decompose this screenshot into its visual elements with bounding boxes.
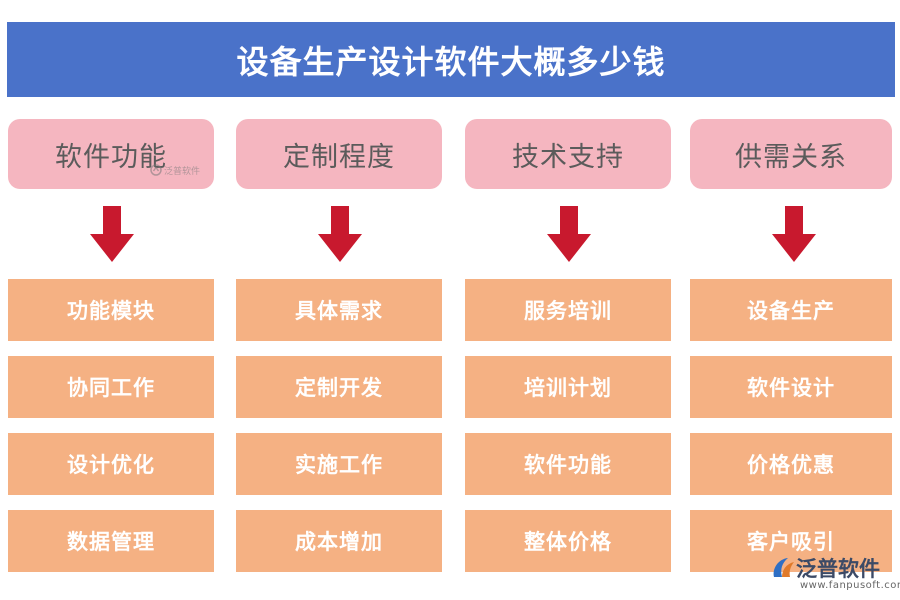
list-item: 成本增加 — [236, 510, 442, 572]
list-item-label: 功能模块 — [67, 298, 155, 323]
list-item: 价格优惠 — [690, 433, 892, 495]
column-heading: 供需关系 — [735, 141, 847, 173]
fanpu-logo-icon — [150, 164, 162, 176]
column-heading-box: 定制程度 — [236, 119, 442, 189]
list-item-label: 培训计划 — [524, 375, 612, 400]
list-item-label: 设备生产 — [747, 298, 835, 323]
list-item: 数据管理 — [8, 510, 214, 572]
down-arrow-icon — [547, 206, 591, 262]
list-item-label: 数据管理 — [67, 529, 155, 554]
fanpu-logo-icon — [773, 558, 794, 577]
down-arrow-icon — [772, 206, 816, 262]
list-item-label: 设计优化 — [67, 452, 155, 477]
list-item-label: 协同工作 — [67, 375, 155, 400]
list-item: 协同工作 — [8, 356, 214, 418]
list-item: 功能模块 — [8, 279, 214, 341]
watermark-name: 泛普软件 — [796, 557, 880, 581]
inline-watermark: 泛普软件 — [150, 160, 208, 180]
page-title: 设备生产设计软件大概多少钱 — [236, 42, 666, 81]
list-item: 培训计划 — [465, 356, 671, 418]
list-item: 具体需求 — [236, 279, 442, 341]
list-item: 设备生产 — [690, 279, 892, 341]
list-item: 软件设计 — [690, 356, 892, 418]
column-heading: 软件功能 — [55, 141, 167, 173]
list-item: 实施工作 — [236, 433, 442, 495]
inline-watermark-name: 泛普软件 — [164, 166, 201, 177]
list-item-label: 整体价格 — [524, 529, 612, 554]
column-heading-box: 供需关系 — [690, 119, 892, 189]
watermark-url: www.fanpusoft.com — [800, 580, 900, 591]
down-arrow-icon — [90, 206, 134, 262]
column-heading: 定制程度 — [283, 141, 395, 173]
list-item-label: 实施工作 — [295, 452, 383, 477]
list-item-label: 成本增加 — [295, 529, 383, 554]
list-item-label: 软件功能 — [524, 452, 612, 477]
list-item-label: 具体需求 — [295, 298, 383, 323]
list-item-label: 服务培训 — [524, 298, 612, 323]
list-item-label: 价格优惠 — [747, 452, 835, 477]
down-arrow-icon — [318, 206, 362, 262]
column-heading-box: 技术支持 — [465, 119, 671, 189]
column-heading-box: 软件功能 — [8, 119, 214, 189]
list-item-label: 客户吸引 — [747, 529, 835, 554]
list-item-label: 定制开发 — [295, 375, 383, 400]
list-item: 客户吸引 — [690, 510, 892, 572]
title-banner: 设备生产设计软件大概多少钱 — [7, 22, 895, 97]
list-item: 定制开发 — [236, 356, 442, 418]
list-item: 设计优化 — [8, 433, 214, 495]
list-item: 整体价格 — [465, 510, 671, 572]
list-item: 服务培训 — [465, 279, 671, 341]
list-item: 软件功能 — [465, 433, 671, 495]
brand-watermark: 泛普软件 www.fanpusoft.com — [770, 553, 900, 597]
list-item-label: 软件设计 — [747, 375, 835, 400]
column-heading: 技术支持 — [512, 141, 624, 173]
